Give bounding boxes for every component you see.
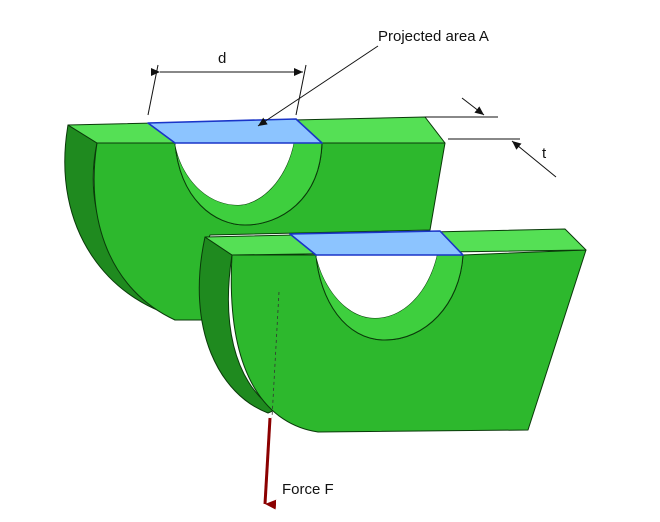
force-arrow bbox=[263, 417, 277, 510]
dimension-t: t bbox=[425, 97, 557, 178]
front-block-front-face bbox=[230, 249, 587, 433]
front-block-hole bbox=[316, 232, 440, 318]
front-block-side-face bbox=[198, 236, 276, 414]
dimension-d: d bbox=[147, 50, 307, 116]
front-block bbox=[198, 228, 587, 433]
force-label: Force F bbox=[282, 481, 334, 498]
force-callout: Force F bbox=[263, 417, 334, 510]
t-label: t bbox=[542, 145, 547, 162]
front-block-projected-area bbox=[289, 230, 464, 256]
back-block-hole bbox=[175, 124, 296, 205]
t-arrow-top bbox=[461, 97, 485, 116]
d-extension-left bbox=[147, 64, 159, 116]
projected-area-leader bbox=[257, 45, 379, 127]
d-label: d bbox=[218, 50, 226, 67]
d-extension-right bbox=[295, 64, 307, 116]
projected-area-label: Projected area A bbox=[378, 28, 489, 45]
t-arrow-bottom bbox=[511, 140, 557, 178]
projected-area-callout: Projected area A bbox=[257, 28, 489, 127]
back-block-projected-area bbox=[147, 118, 323, 144]
back-block bbox=[64, 116, 446, 321]
